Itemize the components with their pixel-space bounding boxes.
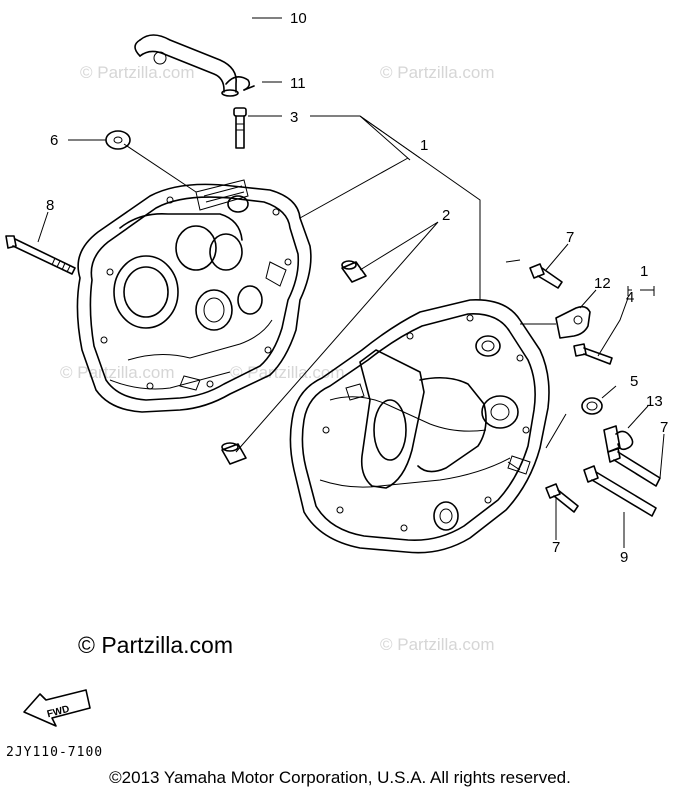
partzilla-label: © Partzilla.com xyxy=(78,632,233,658)
callout-12: 12 xyxy=(594,275,611,292)
long-bolt-9 xyxy=(583,465,657,517)
right-crankcase xyxy=(289,299,550,554)
callout-1: 1 xyxy=(640,263,648,280)
callout-4: 4 xyxy=(626,289,634,306)
hose-clip xyxy=(225,76,255,91)
callout-7: 7 xyxy=(566,229,574,246)
callout-5: 5 xyxy=(630,373,638,390)
fwd-arrow-icon: FWD xyxy=(23,689,91,727)
callout-11: 11 xyxy=(290,75,306,92)
short-bolt-right xyxy=(607,447,661,487)
watermark: © Partzilla.com xyxy=(380,635,495,654)
watermark: © Partzilla.com xyxy=(380,63,495,82)
callouts: 10 11 3 1 6 8 2 7 1 12 4 5 13 7 7 9 xyxy=(46,10,668,566)
bolt-4 xyxy=(573,343,613,365)
callout-6: 6 xyxy=(50,132,58,149)
callout-1: 1 xyxy=(420,137,428,154)
callout-2: 2 xyxy=(442,207,450,224)
copyright-notice: ©2013 Yamaha Motor Corporation, U.S.A. A… xyxy=(109,768,571,787)
washer xyxy=(105,130,131,150)
short-bolt-upper xyxy=(529,263,563,289)
watermark: © Partzilla.com xyxy=(80,63,195,82)
watermark: © Partzilla.com xyxy=(60,363,175,382)
left-crankcase xyxy=(76,179,312,413)
leader-lines xyxy=(37,17,665,548)
diagram-code: 2JY110-7100 xyxy=(6,745,104,760)
dowel-pin-lower xyxy=(221,442,247,465)
callout-7: 7 xyxy=(552,539,560,556)
bracket xyxy=(555,305,591,339)
oil-seal xyxy=(581,397,603,415)
callout-9: 9 xyxy=(620,549,628,566)
long-bolt xyxy=(5,235,76,275)
breather-pipe xyxy=(233,107,247,149)
callout-13: 13 xyxy=(646,393,663,410)
watermark: © Partzilla.com xyxy=(230,363,345,382)
callout-3: 3 xyxy=(290,109,298,126)
callout-8: 8 xyxy=(46,197,54,214)
callout-7: 7 xyxy=(660,419,668,436)
fwd-label: FWD xyxy=(46,704,71,721)
watermarks: © Partzilla.com © Partzilla.com © Partzi… xyxy=(60,63,495,654)
short-bolt-lower xyxy=(545,483,579,513)
dowel-pin-upper xyxy=(341,260,367,283)
callout-10: 10 xyxy=(290,10,307,27)
spring-clip xyxy=(603,425,634,453)
